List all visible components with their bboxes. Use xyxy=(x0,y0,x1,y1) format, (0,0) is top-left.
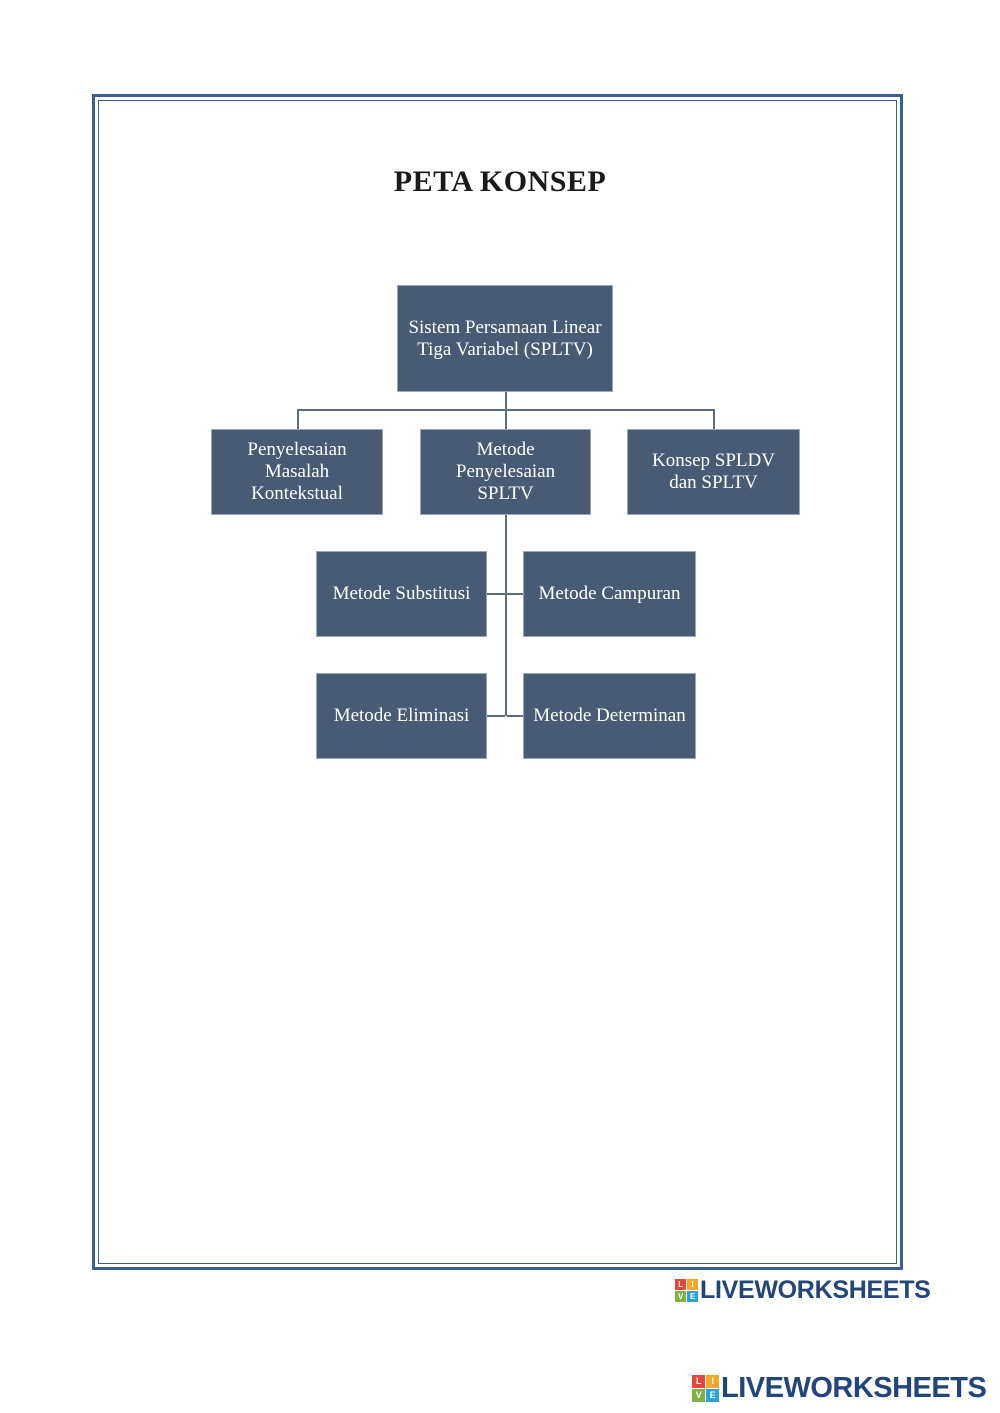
page-title: PETA KONSEP xyxy=(393,165,607,198)
logo-letter-v-footer: V xyxy=(692,1389,705,1402)
node-spltv-root-label: Sistem Persamaan Linear Tiga Variabel (S… xyxy=(408,316,602,360)
node-elimination-label: Metode Eliminasi xyxy=(333,705,470,726)
node-concept: Konsep SPLDV dan SPLTV xyxy=(627,429,800,515)
node-concept-label: Konsep SPLDV dan SPLTV xyxy=(652,450,775,493)
connector-method-trunk xyxy=(505,514,507,716)
connector-substitution xyxy=(487,593,505,595)
connector-right-drop xyxy=(713,409,715,430)
connector-center-drop xyxy=(505,409,507,430)
connector-left-drop xyxy=(297,409,299,430)
node-spltv-root: Sistem Persamaan Linear Tiga Variabel (S… xyxy=(397,285,613,392)
node-substitution: Metode Substitusi xyxy=(316,551,487,637)
node-mixed-label: Metode Campuran xyxy=(538,583,681,604)
node-mixed: Metode Campuran xyxy=(523,551,696,637)
logo-letter-v: V xyxy=(675,1291,686,1302)
connector-mixed xyxy=(507,593,524,595)
logo-letter-i: I xyxy=(687,1279,698,1290)
liveworksheets-logo-small: L I V E LIVEWORKSHEETS xyxy=(675,1276,931,1305)
page-border-outer xyxy=(92,94,903,1270)
node-solution-method: Metode Penyelesaian SPLTV xyxy=(420,429,591,515)
node-contextual-problem: Penyelesaian Masalah Kontekstual xyxy=(211,429,383,515)
logo-letter-l: L xyxy=(675,1279,686,1290)
liveworksheets-mark-icon: L I V E xyxy=(675,1279,698,1302)
liveworksheets-wordmark-footer: LIVEWORKSHEETS xyxy=(721,1372,987,1404)
node-contextual-problem-label: Penyelesaian Masalah Kontekstual xyxy=(247,439,347,504)
logo-letter-e: E xyxy=(687,1291,698,1302)
page-border-inner xyxy=(98,100,897,1264)
node-solution-method-label: Metode Penyelesaian SPLTV xyxy=(455,439,556,504)
liveworksheets-logo-footer: L I V E LIVEWORKSHEETS xyxy=(692,1372,987,1405)
liveworksheets-wordmark: LIVEWORKSHEETS xyxy=(700,1276,931,1304)
logo-letter-l-footer: L xyxy=(692,1375,705,1388)
node-determinant: Metode Determinan xyxy=(523,673,696,759)
connector-determinant xyxy=(507,715,524,717)
logo-letter-e-footer: E xyxy=(706,1389,719,1402)
node-elimination: Metode Eliminasi xyxy=(316,673,487,759)
connector-elimination xyxy=(487,715,505,717)
connector-root-down xyxy=(505,391,507,411)
node-substitution-label: Metode Substitusi xyxy=(332,583,471,604)
node-determinant-label: Metode Determinan xyxy=(533,705,686,726)
liveworksheets-mark-icon-footer: L I V E xyxy=(692,1375,719,1402)
logo-letter-i-footer: I xyxy=(706,1375,719,1388)
